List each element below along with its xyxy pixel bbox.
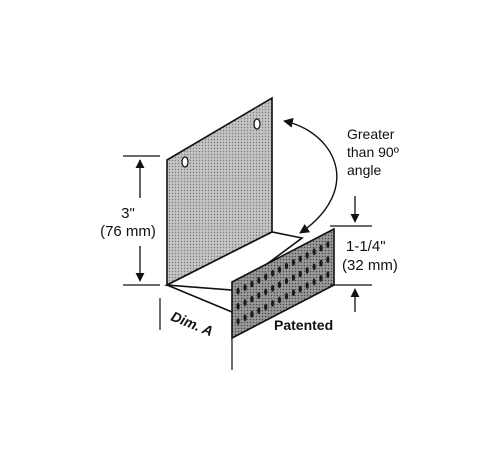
- flange-slot: [250, 310, 254, 318]
- flange-slot: [319, 244, 323, 252]
- flange-slot: [298, 255, 302, 263]
- flange-slot: [271, 284, 275, 292]
- flange-slot: [319, 274, 323, 282]
- base-front-edge: [166, 284, 233, 313]
- flange-slots: [236, 241, 330, 325]
- flange-slot: [243, 314, 247, 322]
- flange-slot: [264, 273, 268, 281]
- flange-slot: [284, 292, 289, 300]
- flange-slot: [284, 277, 289, 285]
- flange-inches-label: 1-1/4": [346, 238, 386, 255]
- flange-slot: [291, 274, 295, 281]
- flange-slot: [291, 259, 295, 266]
- flange-slot: [312, 263, 316, 271]
- flange-slot: [326, 256, 330, 263]
- flange-slot: [236, 287, 240, 295]
- flange-slot: [277, 281, 282, 289]
- flange-slot: [271, 269, 275, 277]
- flange-slot: [326, 241, 330, 248]
- flange-slot: [277, 266, 282, 273]
- height-inches-label: 3": [121, 205, 135, 222]
- flange-slot: [264, 303, 268, 311]
- angle-label-line3: angle: [347, 162, 381, 178]
- flange-slot: [298, 270, 302, 278]
- flange-slot: [319, 259, 323, 267]
- flange-slot: [257, 277, 261, 284]
- height-mm-label: (76 mm): [100, 223, 156, 240]
- flange-slot: [264, 288, 268, 296]
- flange-slot: [250, 280, 254, 288]
- mounting-hole-right: [253, 118, 261, 130]
- flange-mm-label: (32 mm): [342, 257, 398, 274]
- flange-slot: [305, 282, 309, 289]
- base-panel: [164, 231, 304, 291]
- mounting-hole-left: [181, 156, 189, 168]
- flange-slot: [257, 292, 261, 299]
- flange-slot: [291, 289, 295, 297]
- angle-label-line1: Greater: [347, 126, 395, 142]
- flange-slot: [243, 284, 247, 291]
- flange-slot: [312, 248, 316, 256]
- flange-slot: [236, 302, 240, 310]
- flange-slot: [305, 267, 309, 274]
- flange-slot: [257, 307, 261, 314]
- flange-slot: [236, 318, 240, 325]
- patented-label: Patented: [274, 317, 333, 333]
- flange-slot: [243, 299, 247, 307]
- flange-slot: [284, 262, 289, 270]
- flange-slot: [298, 285, 302, 293]
- flange-slot: [326, 271, 330, 279]
- flange-slot: [250, 295, 254, 303]
- angle-arrow: [283, 117, 338, 234]
- angle-label-line2: than 90º: [347, 144, 399, 160]
- flange-slot: [305, 251, 309, 259]
- flange-slot: [312, 278, 316, 286]
- dim-a-label: Dim. A: [169, 308, 216, 339]
- flange-slot: [271, 300, 275, 307]
- flange-slot: [277, 296, 282, 304]
